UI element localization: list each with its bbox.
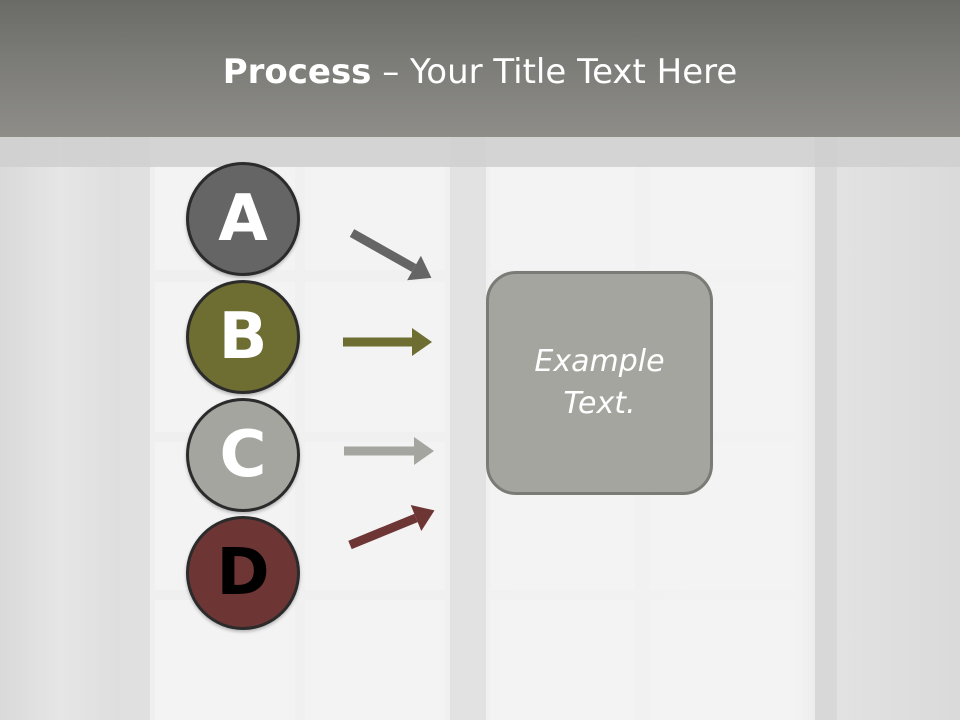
slide-title: Process – Your Title Text Here	[0, 52, 960, 92]
arrow-a	[349, 229, 432, 281]
window-pane	[305, 165, 445, 270]
title-bold: Process	[222, 52, 372, 92]
step-letter: B	[218, 300, 268, 374]
title-bar	[0, 0, 960, 137]
arrow-b	[343, 328, 432, 356]
title-rest: – Your Title Text Here	[371, 52, 738, 92]
step-circle-a: A	[186, 162, 300, 276]
title-strip	[0, 137, 960, 167]
example-text-box: Example Text.	[486, 271, 713, 495]
example-text: Example Text.	[534, 344, 665, 421]
step-circle-c: C	[186, 398, 300, 512]
arrow-d	[348, 505, 435, 550]
window-pane	[305, 600, 445, 720]
step-letter: D	[216, 536, 270, 610]
window-frame-right	[815, 137, 837, 720]
window-pane	[650, 600, 795, 720]
step-letter: C	[219, 418, 267, 492]
window-pane	[490, 165, 635, 270]
step-circle-d: D	[186, 516, 300, 630]
window-pane	[305, 282, 445, 432]
step-circle-b: B	[186, 280, 300, 394]
step-letter: A	[218, 182, 268, 256]
window-pane	[490, 600, 635, 720]
window-frame-left	[120, 137, 150, 720]
window-mullion	[450, 137, 486, 720]
arrow-c	[344, 437, 434, 465]
window-pane	[650, 165, 795, 270]
